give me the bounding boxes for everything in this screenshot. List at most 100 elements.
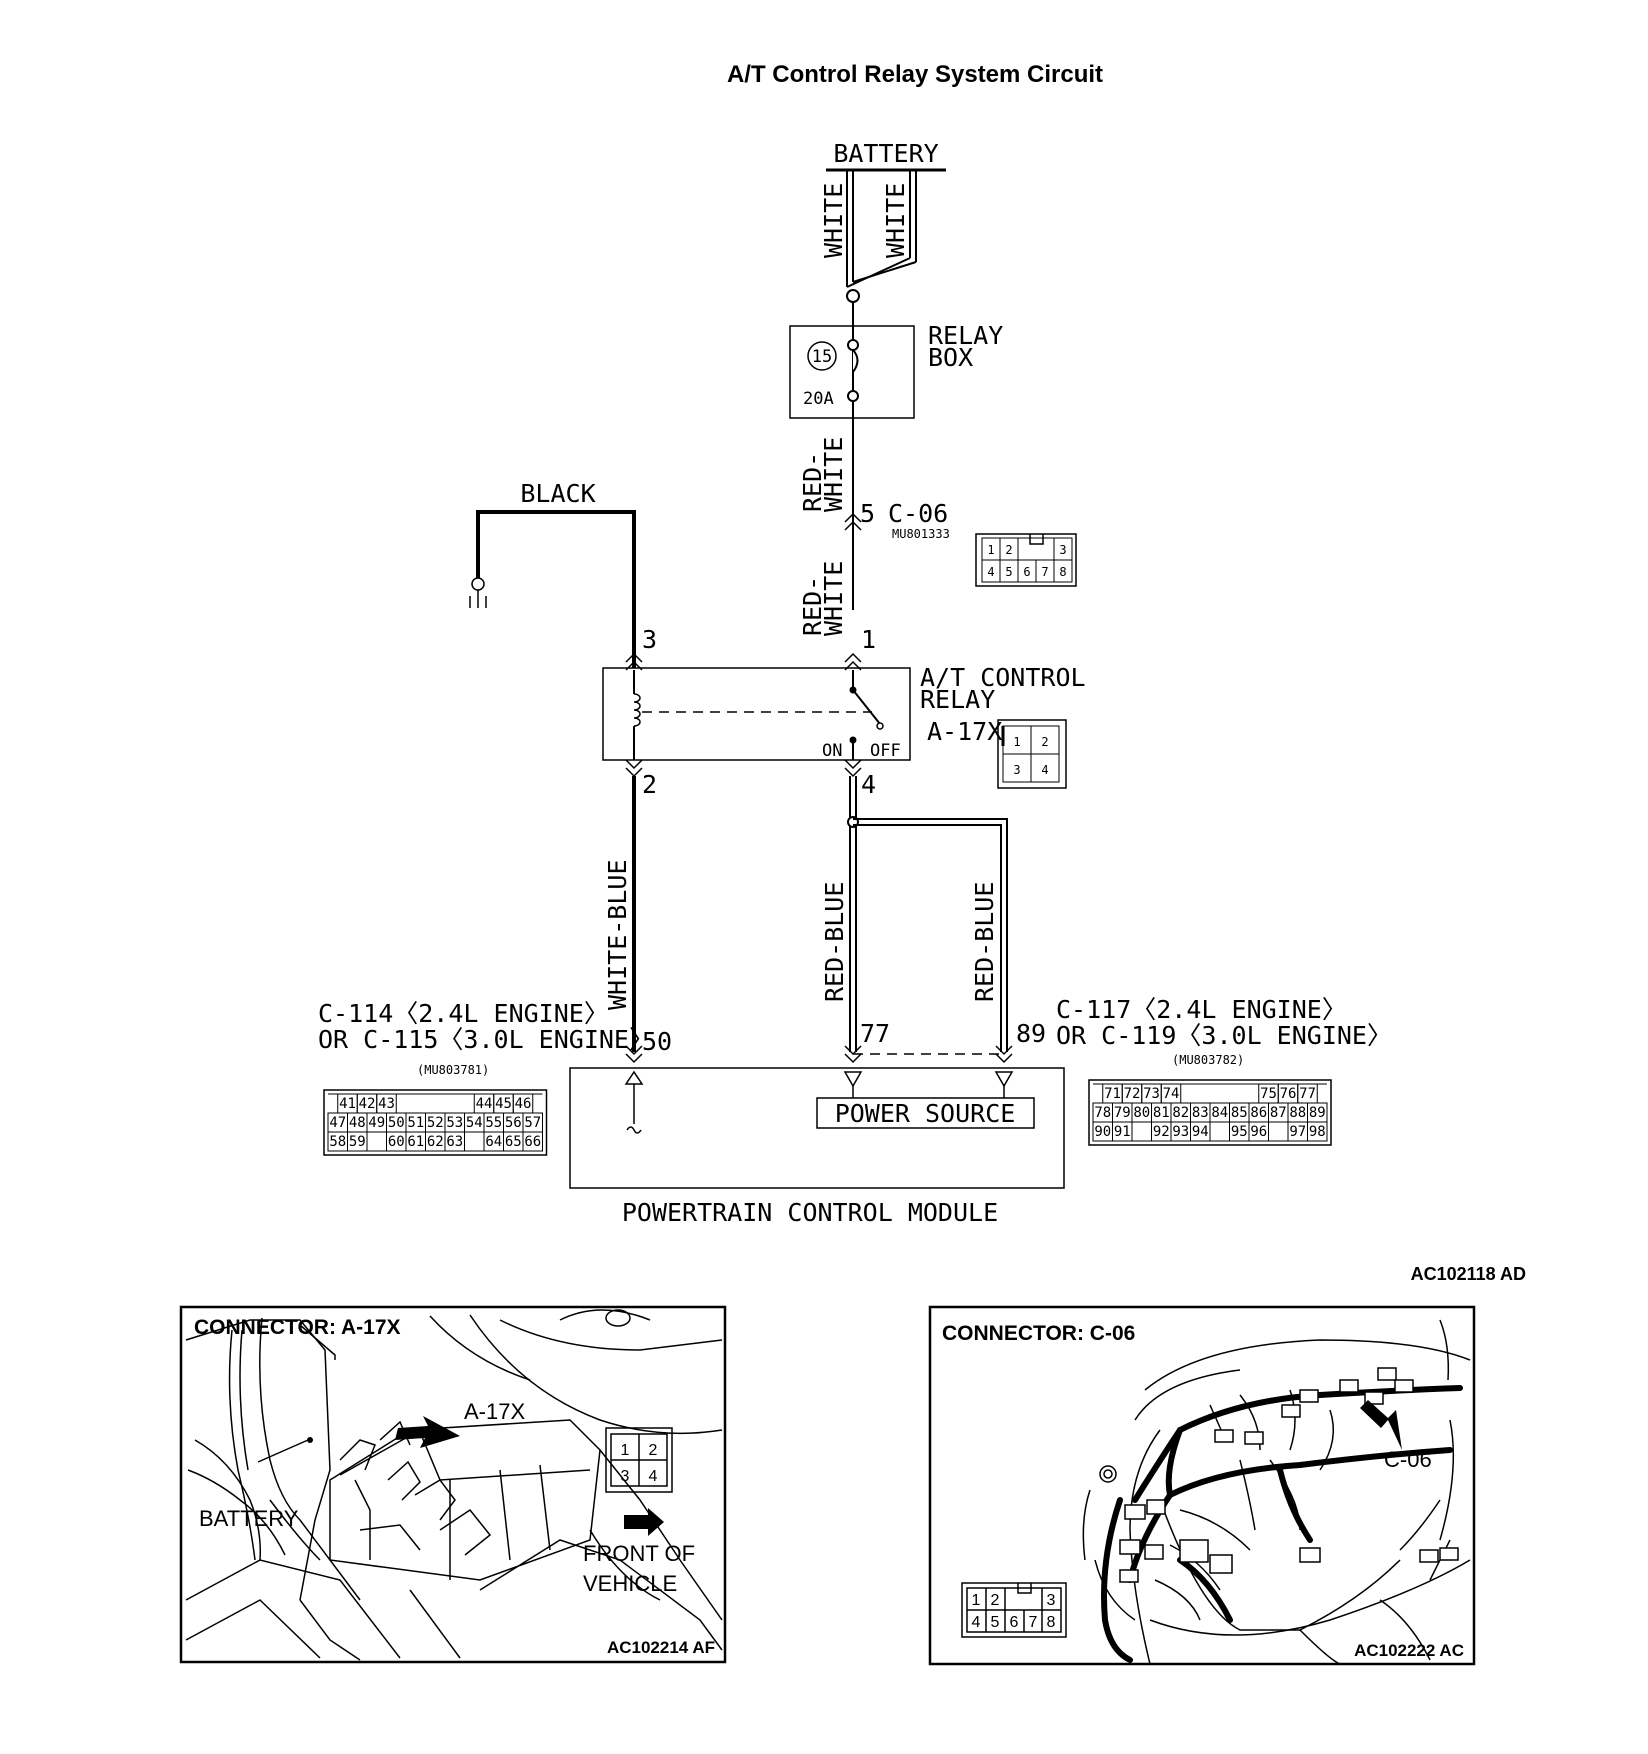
relay-box-label-1: RELAY [928, 321, 1003, 350]
wire-label-red-blue-2: RED-BLUE [970, 882, 999, 1002]
connector-right-pin-label: 98 [1309, 1124, 1326, 1140]
connector-left-pin-label: 51 [407, 1115, 424, 1131]
connector-left-pin-label: 43 [378, 1096, 395, 1112]
connector-left-pin-label: 61 [407, 1134, 424, 1150]
a17x-pin-cell: 4 [1041, 763, 1048, 777]
connector-left-cell [435, 1094, 455, 1113]
pcm-pin-50-terminal [625, 1045, 643, 1064]
ground-symbol [469, 577, 487, 608]
battery-leader-line [257, 1439, 309, 1463]
c06-pin-cell: 4 [987, 565, 994, 579]
connector-left-pin-label: 41 [339, 1096, 356, 1112]
relay-on-label: ON [822, 741, 842, 761]
c06-pin-cell: 7 [1041, 565, 1048, 579]
photo-c06-pin-cell: 1 [972, 1592, 981, 1609]
connector-c06-face: 1 2 3 4 5 6 7 8 [975, 533, 1077, 587]
connector-right-outline [1088, 1079, 1332, 1146]
connector-left-pin-label: 58 [329, 1134, 346, 1150]
photo-c06-callout: C-06 [1384, 1447, 1432, 1472]
connector-right-cell [1181, 1084, 1201, 1103]
connector-right-pin-label: 89 [1309, 1105, 1326, 1121]
connector-left-pin-label: 64 [485, 1134, 502, 1150]
connector-right-pin-label: 76 [1280, 1086, 1297, 1102]
connector-left-pin-label: 66 [524, 1134, 541, 1150]
connector-right-pin-label: 93 [1172, 1124, 1189, 1140]
photo-a17x-front-label-2: VEHICLE [583, 1571, 677, 1596]
connector-right-pin-label: 96 [1250, 1124, 1267, 1140]
relay-off-contact [876, 722, 884, 730]
c06-pin-cell: 2 [1005, 543, 1012, 557]
connector-c06-part: MU801333 [892, 527, 950, 541]
connector-right-pin-label: 80 [1133, 1105, 1150, 1121]
a17x-pin-cell: 3 [1013, 763, 1020, 777]
relay-pin-3-label: 3 [642, 625, 657, 654]
photo-a17x-drawing [185, 1309, 723, 1661]
pcm-pin-77-label: 77 [860, 1019, 890, 1048]
connector-right-cell [1220, 1084, 1240, 1103]
fuse-rating: 20A [803, 389, 834, 409]
connector-right-pin-label: 73 [1143, 1086, 1160, 1102]
relay-pin-4-label: 4 [861, 770, 876, 799]
connector-left-pin-label: 50 [388, 1115, 405, 1131]
connector-right-part: (MU803782) [1172, 1053, 1244, 1067]
connector-right-pin-label: 81 [1153, 1105, 1170, 1121]
photo-c06-grommet [1099, 1465, 1117, 1483]
c06-pin-cell: 8 [1059, 565, 1066, 579]
connector-left-pin-label: 54 [466, 1115, 483, 1131]
connector-left-pin-label: 55 [485, 1115, 502, 1131]
connector-c06-name: C-06 [888, 499, 948, 528]
photo-c06-pin-cell: 8 [1047, 1614, 1056, 1631]
connector-left-pin-label: 53 [446, 1115, 463, 1131]
connector-right-pin-label: 84 [1211, 1105, 1228, 1121]
connector-right-cell [1131, 1121, 1152, 1142]
wire-label-white-1: WHITE [819, 183, 848, 258]
connector-left-cell [396, 1094, 416, 1113]
a17x-pin-cell: 1 [1013, 735, 1020, 749]
photo-c06-callout-arrow [1360, 1400, 1402, 1450]
connector-right-pin-label: 72 [1124, 1086, 1141, 1102]
connector-left-pin-label: 45 [495, 1096, 512, 1112]
relay-label-1: A/T CONTROL [920, 663, 1086, 692]
photo-c06-code: AC102222 AC [1354, 1641, 1464, 1660]
wire-label-black: BLACK [520, 479, 595, 508]
connector-left-pin-label: 59 [349, 1134, 366, 1150]
connector-right-pin-label: 74 [1163, 1086, 1180, 1102]
connector-left-pin-label: 57 [524, 1115, 541, 1131]
connector-right-label-2: OR C-119〈3.0L ENGINE〉 [1056, 1021, 1392, 1050]
page-title: A/T Control Relay System Circuit [727, 61, 1103, 88]
ground-wire [476, 510, 636, 668]
photo-c06-heading: CONNECTOR: C-06 [942, 1322, 1135, 1345]
fuse-terminal-bottom [847, 390, 859, 402]
connector-left-pin-label: 48 [349, 1115, 366, 1131]
photo-a17x-pin-cell: 1 [621, 1442, 630, 1459]
connector-right-pin-label: 77 [1299, 1086, 1316, 1102]
connector-right-pin-label: 94 [1192, 1124, 1209, 1140]
photo-c06-pin-cell: 5 [991, 1614, 1000, 1631]
connector-right-pin-label: 91 [1114, 1124, 1131, 1140]
photo-a17x-heading: CONNECTOR: A-17X [194, 1316, 401, 1339]
connector-left-cell [366, 1131, 387, 1152]
c06-pin-cell: 5 [1005, 565, 1012, 579]
front-arrow-icon [624, 1508, 664, 1536]
photo-a17x-connector-face: 1 2 3 4 [605, 1427, 673, 1493]
pcm-power-arrow-1 [843, 1071, 863, 1088]
connector-right-pin-label: 88 [1289, 1105, 1306, 1121]
photo-c06-pin-cell: 7 [1029, 1614, 1038, 1631]
photo-c06-grommet-inner [1103, 1469, 1113, 1479]
connector-right-pin-label: 71 [1104, 1086, 1121, 1102]
splice-node [846, 289, 860, 303]
connector-left-cell [455, 1094, 475, 1113]
pcm-input-arrow [624, 1070, 644, 1085]
pcm-input-ground [626, 1126, 642, 1134]
relay-housing [602, 667, 911, 761]
photo-c06-connectors [1119, 1367, 1459, 1583]
connector-right-cell [1307, 1121, 1328, 1142]
photo-c06-connector-face: 1 2 3 4 5 6 7 8 [961, 1582, 1067, 1638]
connector-right-pin-label: 83 [1192, 1105, 1209, 1121]
connector-right-cell [1200, 1084, 1220, 1103]
relay-box-label-2: BOX [928, 343, 973, 372]
connector-left-pin-label: 44 [476, 1096, 493, 1112]
fuse-number: 15 [812, 347, 832, 367]
relay-pin-1-terminal [844, 652, 862, 671]
